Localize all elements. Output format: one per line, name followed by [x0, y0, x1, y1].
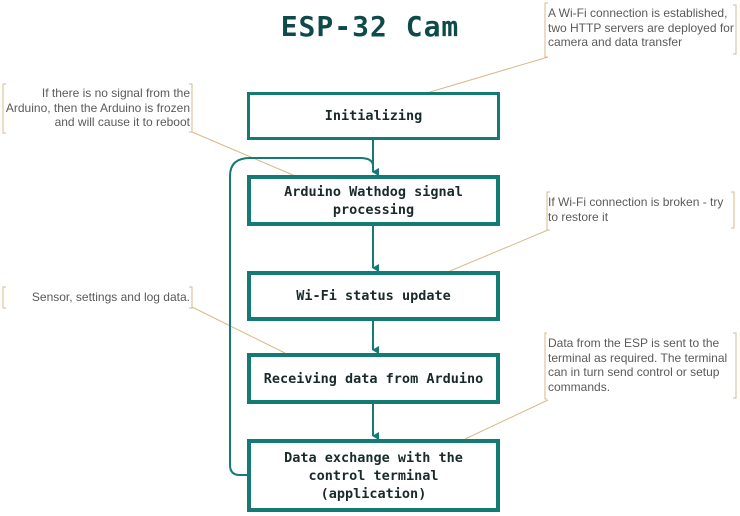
leader-line-init — [429, 56, 549, 93]
note-wifi: If Wi-Fi connection is broken - try to r… — [548, 195, 724, 224]
step-wifi-status-update: Wi-Fi status update — [247, 271, 500, 321]
note-initializing: A Wi-Fi connection is established, two H… — [548, 6, 734, 49]
step-label: Wi-Fi status update — [296, 288, 451, 304]
step-label: Receiving data from Arduino — [263, 370, 484, 387]
diagram-title: ESP-32 Cam — [280, 10, 460, 43]
step-label: Initializing — [324, 108, 423, 124]
step-receiving-data: Receiving data from Arduino — [247, 353, 500, 404]
note-receive: Sensor, settings and log data. — [31, 290, 190, 304]
note-watchdog: If there is no signal from the Arduino, … — [5, 86, 190, 129]
step-watchdog-processing: Arduino Wathdog signal processing — [247, 175, 500, 226]
leader-line-exchange — [464, 399, 549, 440]
leader-line-wifi — [449, 229, 549, 272]
step-label: Arduino Wathdog signal processing — [284, 183, 463, 218]
step-data-exchange: Data exchange with the control terminal … — [247, 439, 500, 512]
step-initializing: Initializing — [247, 92, 500, 140]
step-label: Data exchange with the control terminal … — [284, 449, 463, 502]
note-exchange: Data from the ESP is sent to the termina… — [548, 336, 728, 394]
